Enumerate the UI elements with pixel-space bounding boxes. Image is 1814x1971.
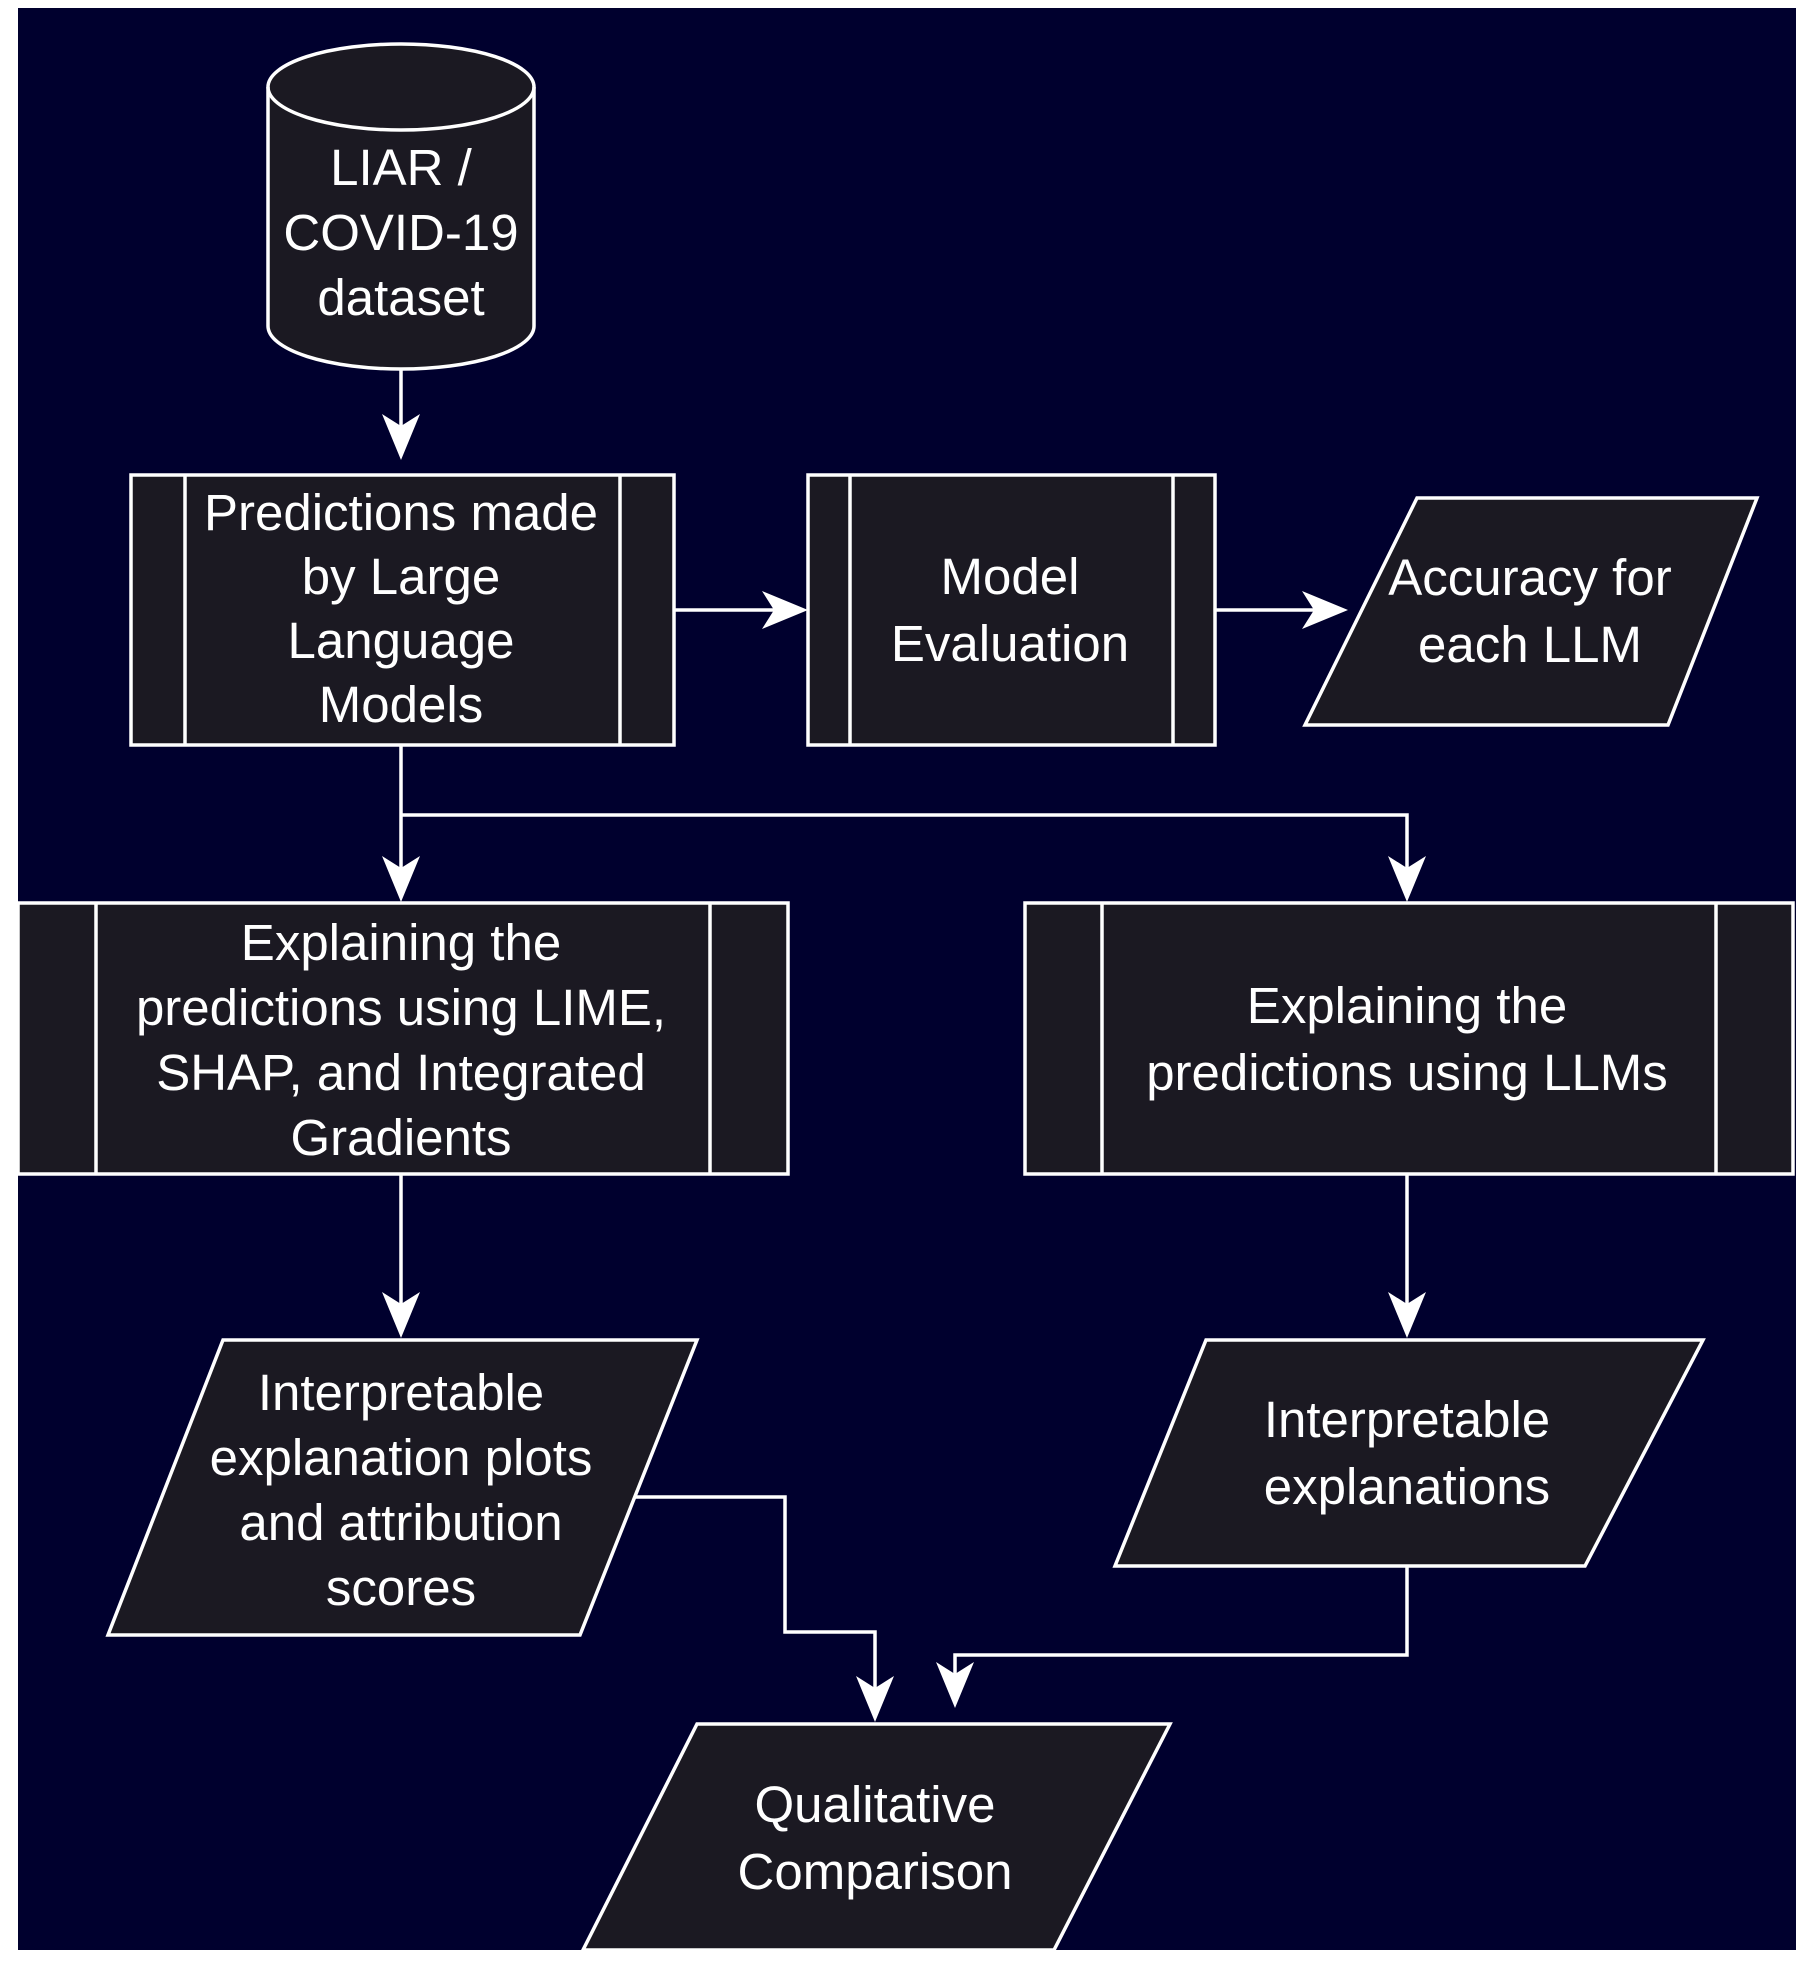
node-label-line: explanations [1264, 1458, 1550, 1515]
node-label: LIAR / COVID-19 dataset [283, 139, 518, 326]
edge-predictions-to-explain-llm [401, 813, 1426, 902]
edge-predictions-to-explain-xai [382, 746, 420, 902]
node-label-line: Qualitative [755, 1776, 996, 1833]
node-label-line: predictions using LLMs [1146, 1044, 1668, 1101]
node-label-line: Comparison [738, 1843, 1013, 1900]
edge-explain-llm-to-explanations [1388, 1174, 1426, 1338]
edge-evaluation-to-accuracy [1215, 591, 1348, 629]
node-label-line: Predictions made [204, 484, 598, 541]
node-label: Accuracy for each LLM [1388, 549, 1671, 673]
edge-plots-to-comparison [632, 1495, 894, 1722]
node-label-line: by Large [302, 548, 500, 605]
node-explain-xai: Explaining the predictions using LIME, SHA… [16, 901, 790, 1176]
edge-predictions-to-evaluation [674, 591, 808, 629]
edge-explain-xai-to-plots [382, 1174, 420, 1338]
node-label-line: Explaining the [241, 914, 561, 971]
node-plots: Interpretable explanation plots and attrib… [105, 1338, 700, 1637]
edge-explanations-to-comparison [936, 1566, 1409, 1708]
node-explanations: Interpretable explanations [1112, 1338, 1706, 1568]
node-label-line: Evaluation [891, 615, 1129, 672]
node-label-line: explanation plots [210, 1429, 593, 1486]
node-label-line: dataset [317, 269, 484, 326]
node-label: Interpretable explanation plots and attrib… [210, 1364, 593, 1616]
node-label-line: Gradients [290, 1109, 511, 1166]
edge-dataset-to-predictions [382, 368, 420, 460]
node-label: Interpretable explanations [1264, 1391, 1550, 1515]
node-label-line: each LLM [1418, 616, 1642, 673]
node-label: Explaining the predictions using LLMs [1146, 977, 1668, 1101]
node-label-line: SHAP, and Integrated [156, 1044, 646, 1101]
node-label-line: Interpretable [1264, 1391, 1550, 1448]
node-label-line: Language [288, 612, 515, 669]
node-label-line: Models [319, 676, 483, 733]
node-label: Explaining the predictions using LIME, SHA… [136, 914, 666, 1166]
node-dataset: LIAR / COVID-19 dataset [266, 42, 536, 371]
edges [382, 368, 1426, 1722]
node-label-line: scores [326, 1559, 476, 1616]
node-accuracy: Accuracy for each LLM [1302, 496, 1760, 727]
node-explain-llm: Explaining the predictions using LLMs [1023, 901, 1795, 1176]
node-label-line: Model [941, 548, 1080, 605]
node-label-line: Interpretable [258, 1364, 544, 1421]
node-label-line: LIAR / [330, 139, 473, 196]
node-label-line: Accuracy for [1388, 549, 1671, 606]
node-label-line: COVID-19 [283, 204, 518, 261]
node-label-line: predictions using LIME, [136, 979, 666, 1036]
node-label-line: Explaining the [1247, 977, 1567, 1034]
node-label-line: and attribution [239, 1494, 562, 1551]
